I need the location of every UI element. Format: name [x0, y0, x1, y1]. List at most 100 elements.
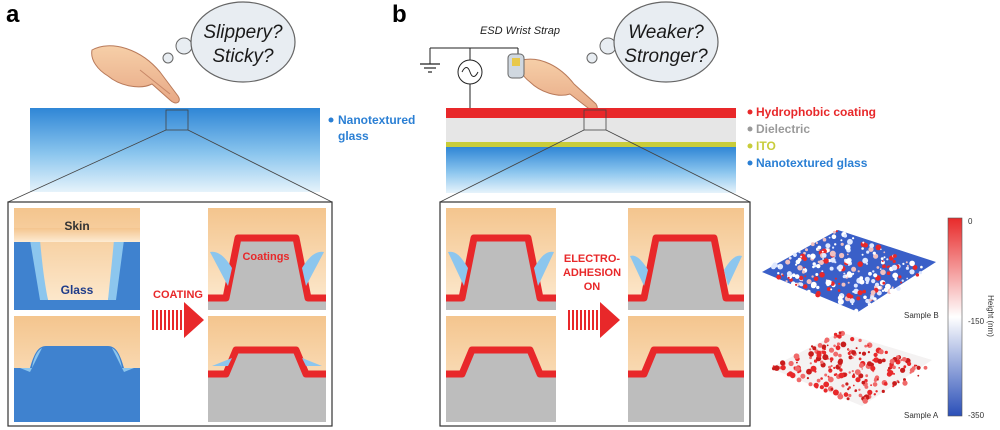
surface-speckle: [888, 265, 890, 268]
surface-speckle: [808, 382, 813, 387]
surface-speckle: [837, 298, 844, 305]
surface-speckle: [878, 349, 884, 355]
surface-speckle: [828, 236, 831, 239]
surface-speckle: [827, 375, 830, 378]
surface-speckle: [929, 268, 933, 272]
surface-speckle: [862, 289, 866, 294]
surface-speckle: [795, 259, 801, 265]
surface-speckle: [847, 388, 850, 391]
surface-speckle: [802, 284, 808, 289]
hand-a-icon: [91, 45, 180, 104]
surface-speckle: [821, 253, 827, 258]
surface-speckle: [916, 365, 921, 370]
surface-speckle: [851, 356, 854, 359]
layer-label-1: Dielectric: [756, 122, 810, 136]
surface-speckle: [866, 279, 870, 283]
surface-speckle: [846, 293, 852, 299]
surface-speckle: [906, 277, 909, 280]
surface-speckle: [828, 347, 835, 353]
surface-speckle: [858, 363, 864, 368]
surface-speckle: [813, 276, 819, 282]
surface-speckle: [829, 250, 836, 257]
surface-speckle: [823, 388, 828, 393]
surface-speckle: [813, 359, 818, 363]
layer-label-2: ITO: [756, 139, 776, 153]
surface-speckle: [881, 389, 885, 393]
surface-speckle: [830, 364, 833, 368]
surface-speckle: [806, 377, 810, 380]
surface-speckle: [882, 281, 886, 285]
surface-speckle: [923, 365, 928, 370]
surface-speckle: [841, 384, 845, 388]
surface-speckle: [857, 290, 863, 296]
surface-speckle: [845, 382, 849, 386]
surface-speckle: [863, 295, 867, 300]
surface-speckle: [837, 393, 844, 400]
surface-speckle: [830, 288, 833, 291]
surface-speckle: [794, 366, 801, 372]
surface-speckle: [811, 275, 814, 278]
layer-label-3: Nanotextured glass: [756, 156, 868, 170]
surface-speckle: [830, 360, 833, 363]
surface-speckle: [833, 335, 837, 339]
surface-speckle: [903, 365, 907, 369]
surface-speckle: [826, 287, 831, 292]
surface-speckle: [795, 283, 798, 286]
skin-label: Skin: [64, 219, 89, 233]
surface-speckle: [823, 381, 830, 388]
surface-speckle: [830, 257, 836, 263]
surface-speckle: [771, 264, 776, 270]
surface-speckle: [842, 275, 846, 279]
surface-speckle: [872, 270, 875, 273]
arrow-b-line1: ELECTRO-: [564, 253, 621, 265]
surface-speckle: [833, 366, 836, 370]
surface-speckle: [843, 233, 848, 238]
electroadhesion-on-top: [628, 208, 744, 310]
surface-speckle: [898, 275, 902, 279]
surface-speckle: [889, 358, 895, 364]
surface-speckle: [865, 298, 870, 304]
thought-bubble-b: Weaker? Stronger?: [586, 1, 719, 83]
surface-speckle: [809, 362, 812, 365]
surface-speckle: [812, 265, 815, 269]
surface-speckle: [883, 382, 888, 386]
surface-speckle: [889, 288, 896, 294]
coatings-label: Coatings: [242, 251, 289, 263]
surface-speckle: [852, 237, 855, 240]
surface-speckle: [839, 368, 843, 372]
sample-b-surface: Sample B: [762, 230, 939, 320]
panel-b-letter: b: [392, 1, 407, 28]
surface-speckle: [847, 281, 850, 284]
surface-speckle: [870, 290, 876, 295]
electroadhesion-off-bottom: [446, 316, 556, 422]
surface-speckle: [821, 344, 827, 350]
surface-speckle: [821, 270, 824, 273]
thought-bubble-a: Slippery? Sticky?: [162, 1, 296, 83]
surface-speckle: [802, 256, 808, 262]
surface-speckle: [822, 237, 827, 242]
surface-speckle: [819, 260, 824, 265]
surface-speckle: [838, 331, 842, 335]
surface-speckle: [892, 272, 899, 279]
surface-speckle: [902, 357, 907, 362]
surface-speckle: [836, 342, 841, 346]
scale-title: Height (nm): [986, 295, 995, 337]
surface-speckle: [852, 272, 855, 275]
surface-speckle: [826, 344, 829, 347]
surface-speckle: [851, 370, 854, 373]
surface-speckle: [801, 270, 806, 274]
panel-a-letter: a: [6, 1, 20, 28]
surface-speckle: [861, 247, 864, 250]
surface-speckle: [847, 349, 850, 351]
surface-speckle: [873, 393, 876, 396]
surface-speckle: [892, 381, 897, 386]
surface-speckle: [874, 377, 877, 381]
surface-speckle: [915, 273, 920, 277]
surface-speckle: [857, 270, 860, 273]
surface-speckle: [852, 384, 855, 387]
surface-speckle: [861, 368, 863, 370]
glass-slab-a: [30, 108, 320, 192]
surface-speckle: [898, 367, 901, 369]
contact-coated-bottom: [208, 316, 326, 422]
